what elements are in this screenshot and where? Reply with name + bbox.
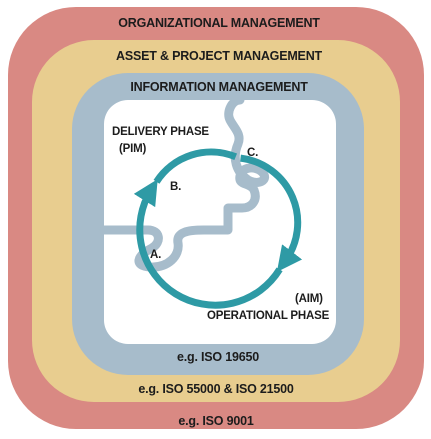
point-a-label: A. [150, 249, 162, 261]
asset-project-management-standard: e.g. ISO 55000 & ISO 21500 [138, 382, 294, 396]
delivery-phase-label: DELIVERY PHASE [112, 126, 209, 138]
point-c-label: C. [247, 147, 259, 159]
operational-phase-label: OPERATIONAL PHASE [207, 310, 330, 322]
information-management-standard: e.g. ISO 19650 [177, 350, 259, 364]
operational-phase-abbreviation: (AIM) [295, 293, 323, 305]
cycle-arrow-right [240, 154, 303, 272]
phase-separator [99, 95, 270, 272]
point-b-label: B. [170, 181, 182, 193]
delivery-phase-abbreviation: (PIM) [119, 143, 147, 155]
organizational-management-standard: e.g. ISO 9001 [178, 414, 254, 428]
asset-project-management-title: ASSET & PROJECT MANAGEMENT [116, 49, 322, 63]
organizational-management-title: ORGANIZATIONAL MANAGEMENT [118, 16, 320, 30]
cycle-arrow-top [153, 148, 238, 184]
cycle-arrow-left [133, 179, 283, 309]
information-management-title: INFORMATION MANAGEMENT [130, 80, 308, 94]
